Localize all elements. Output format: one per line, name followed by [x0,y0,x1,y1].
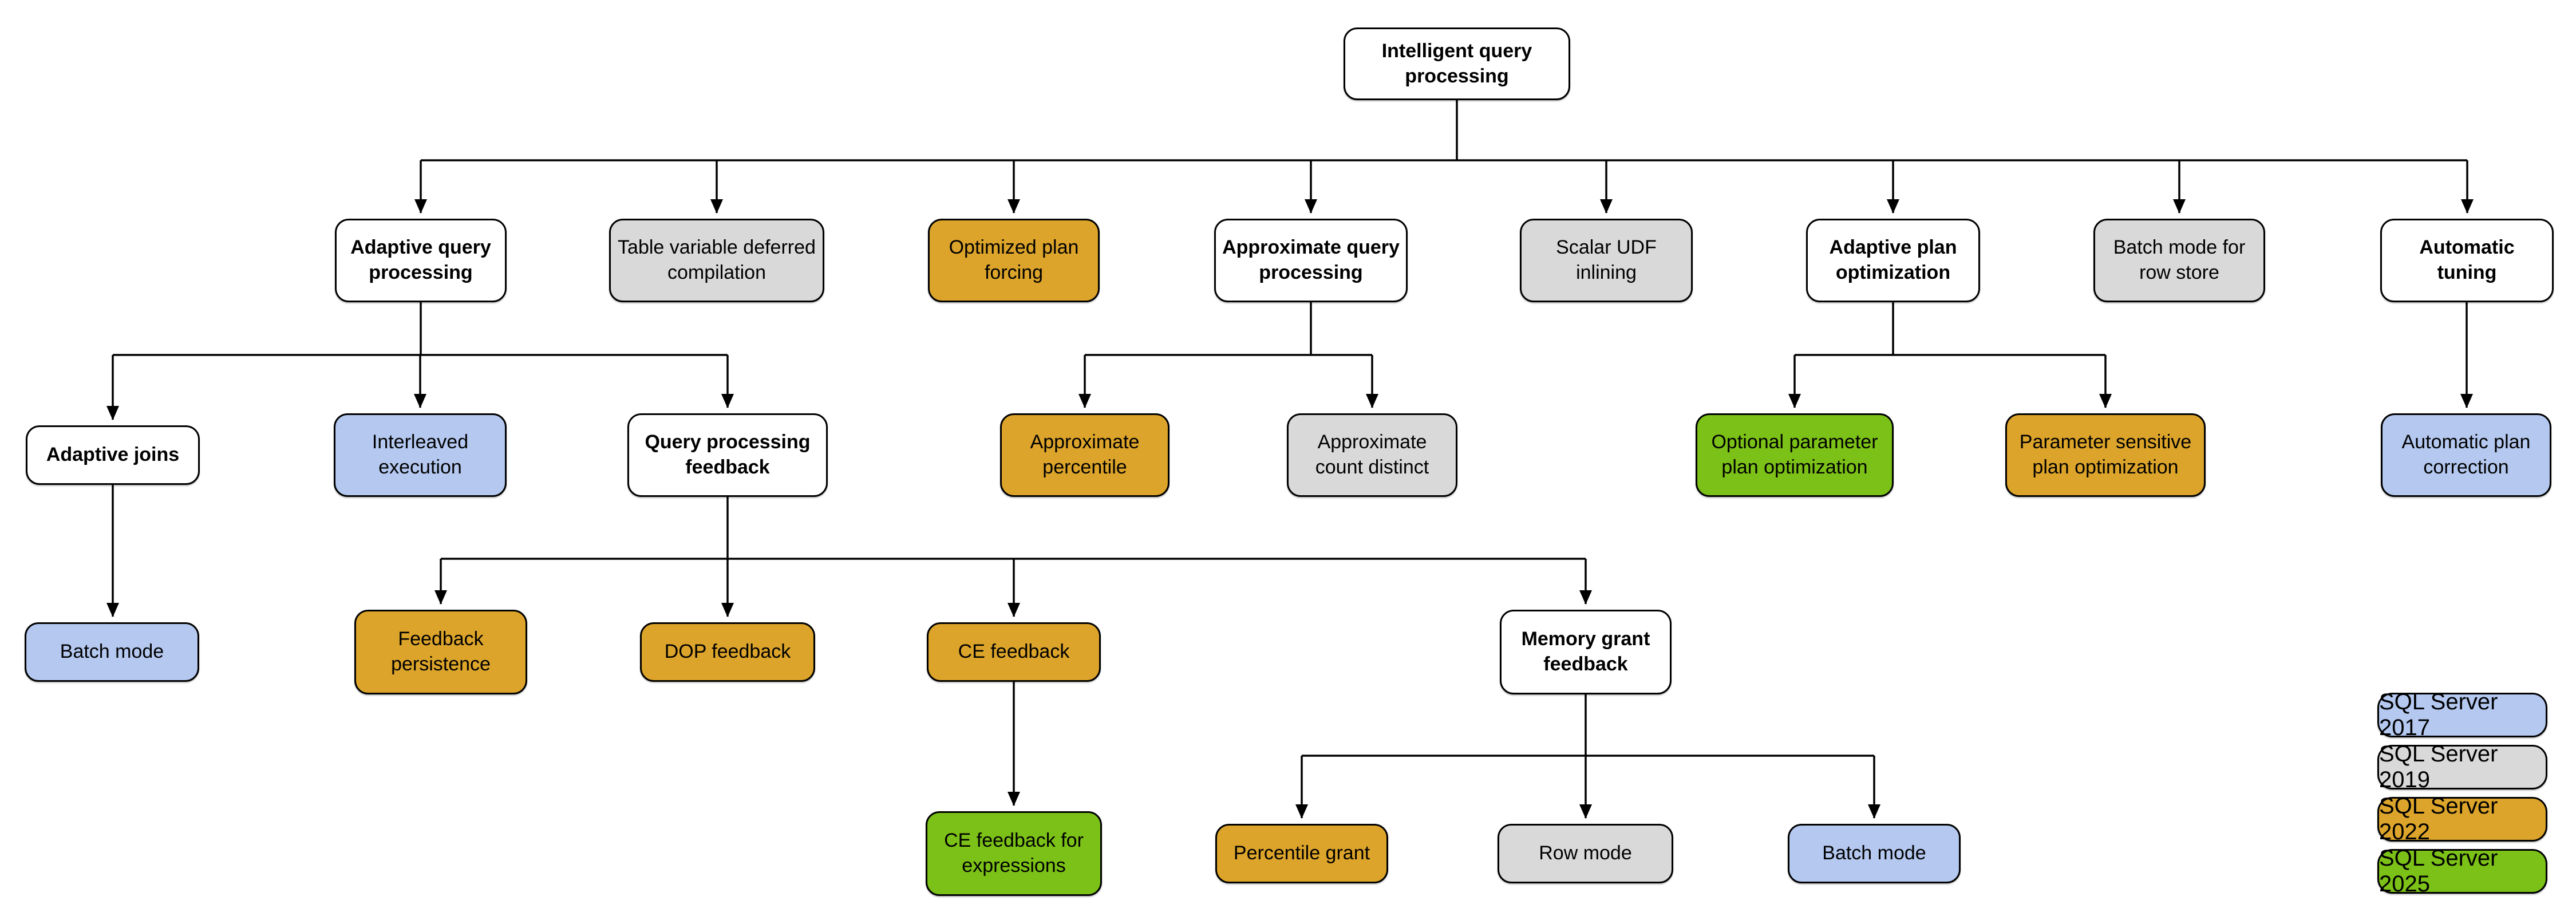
node-adaptive-plan-optimization: Adaptive plan optimization [1806,219,1980,302]
legend-sql-server-2025: SQL Server 2025 [2377,846,2547,897]
node-table-variable-deferred-compilation: Table variable deferred compilation [609,219,824,302]
node-approximate-percentile: Approximate percentile [1000,413,1170,497]
node-ce-feedback-for-expressions: CE feedback for expressions [926,811,1102,896]
node-scalar-udf-inlining: Scalar UDF inlining [1520,219,1693,302]
legend-sql-server-2022: SQL Server 2022 [2377,793,2547,844]
node-batch-mode-memory-grant: Batch mode [1788,824,1961,883]
node-interleaved-execution: Interleaved execution [334,413,507,497]
node-memory-grant-feedback: Memory grant feedback [1500,610,1672,694]
node-automatic-plan-correction: Automatic plan correction [2381,413,2551,497]
node-optional-parameter-plan-optimization: Optional parameter plan optimization [1696,413,1894,497]
node-feedback-persistence: Feedback persistence [354,610,527,694]
node-row-mode: Row mode [1498,824,1673,883]
node-query-processing-feedback: Query processing feedback [627,413,828,497]
node-parameter-sensitive-plan-optimization: Parameter sensitive plan optimization [2005,413,2206,497]
node-approximate-query-processing: Approximate query processing [1214,219,1408,302]
node-optimized-plan-forcing: Optimized plan forcing [928,219,1100,302]
node-approximate-count-distinct: Approximate count distinct [1287,413,1457,497]
node-intelligent-query-processing: Intelligent query processing [1344,27,1570,100]
legend-sql-server-2019: SQL Server 2019 [2377,741,2547,792]
node-ce-feedback: CE feedback [927,622,1101,682]
node-batch-mode-adaptive-joins: Batch mode [25,622,199,682]
node-dop-feedback: DOP feedback [640,622,815,682]
node-adaptive-joins: Adaptive joins [26,425,200,485]
node-percentile-grant: Percentile grant [1215,824,1388,883]
node-batch-mode-for-row-store: Batch mode for row store [2093,219,2265,302]
node-automatic-tuning: Automatic tuning [2380,219,2554,302]
node-adaptive-query-processing: Adaptive query processing [335,219,507,302]
legend-sql-server-2017: SQL Server 2017 [2377,689,2547,740]
